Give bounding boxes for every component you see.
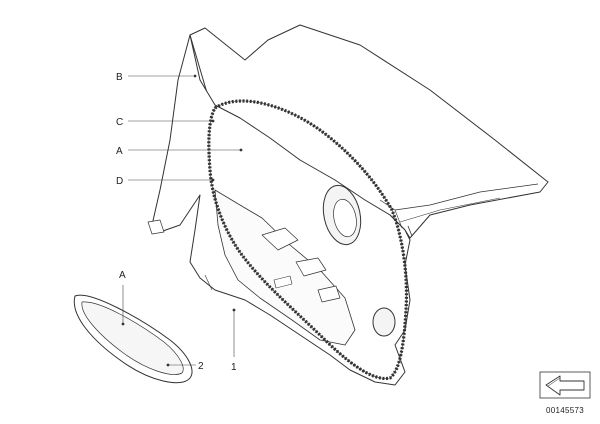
callout-d: D	[116, 176, 123, 187]
callout-b: B	[116, 72, 123, 83]
callout-a-lower: A	[119, 270, 126, 281]
small-trim-cover	[73, 294, 193, 384]
callout-1: 1	[231, 362, 237, 373]
side-trim-panel	[147, 24, 549, 386]
callout-c: C	[116, 117, 123, 128]
callout-2: 2	[198, 361, 204, 372]
leader-dots	[121, 74, 243, 367]
edge-seal-strip	[207, 99, 409, 381]
direction-arrow-icon	[539, 371, 591, 399]
part-number: 00145573	[546, 406, 584, 415]
callout-a-upper: A	[116, 146, 123, 157]
leader-lines	[122, 75, 240, 366]
